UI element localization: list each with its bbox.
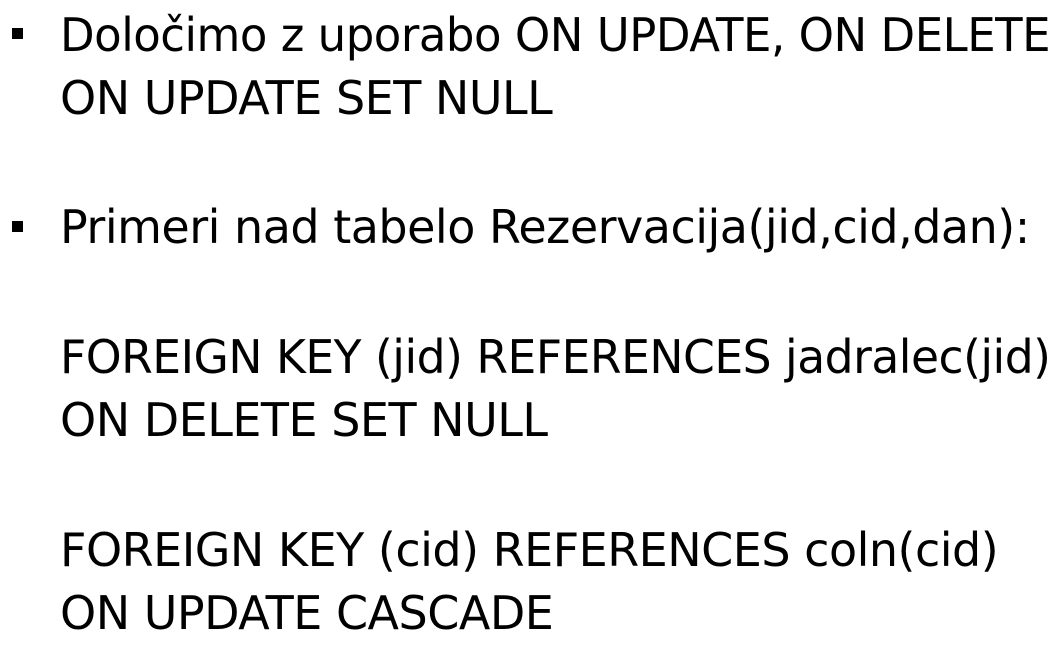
- bullet1-line2: ON UPDATE SET NULL: [60, 71, 553, 125]
- example2-line2: ON UPDATE CASCADE: [60, 586, 554, 640]
- example1-line2: ON DELETE SET NULL: [60, 393, 548, 447]
- example1-line1: FOREIGN KEY (jid) REFERENCES jadralec(ji…: [60, 330, 1051, 384]
- bullet1-line1: Določimo z uporabo ON UPDATE, ON DELETE: [60, 8, 1051, 62]
- example2-line1: FOREIGN KEY (cid) REFERENCES coln(cid): [60, 523, 999, 577]
- bullet-marker-icon: [12, 221, 23, 232]
- bullet2-heading: Primeri nad tabelo Rezervacija(jid,cid,d…: [60, 200, 1030, 254]
- bullet-marker-icon: [12, 28, 23, 39]
